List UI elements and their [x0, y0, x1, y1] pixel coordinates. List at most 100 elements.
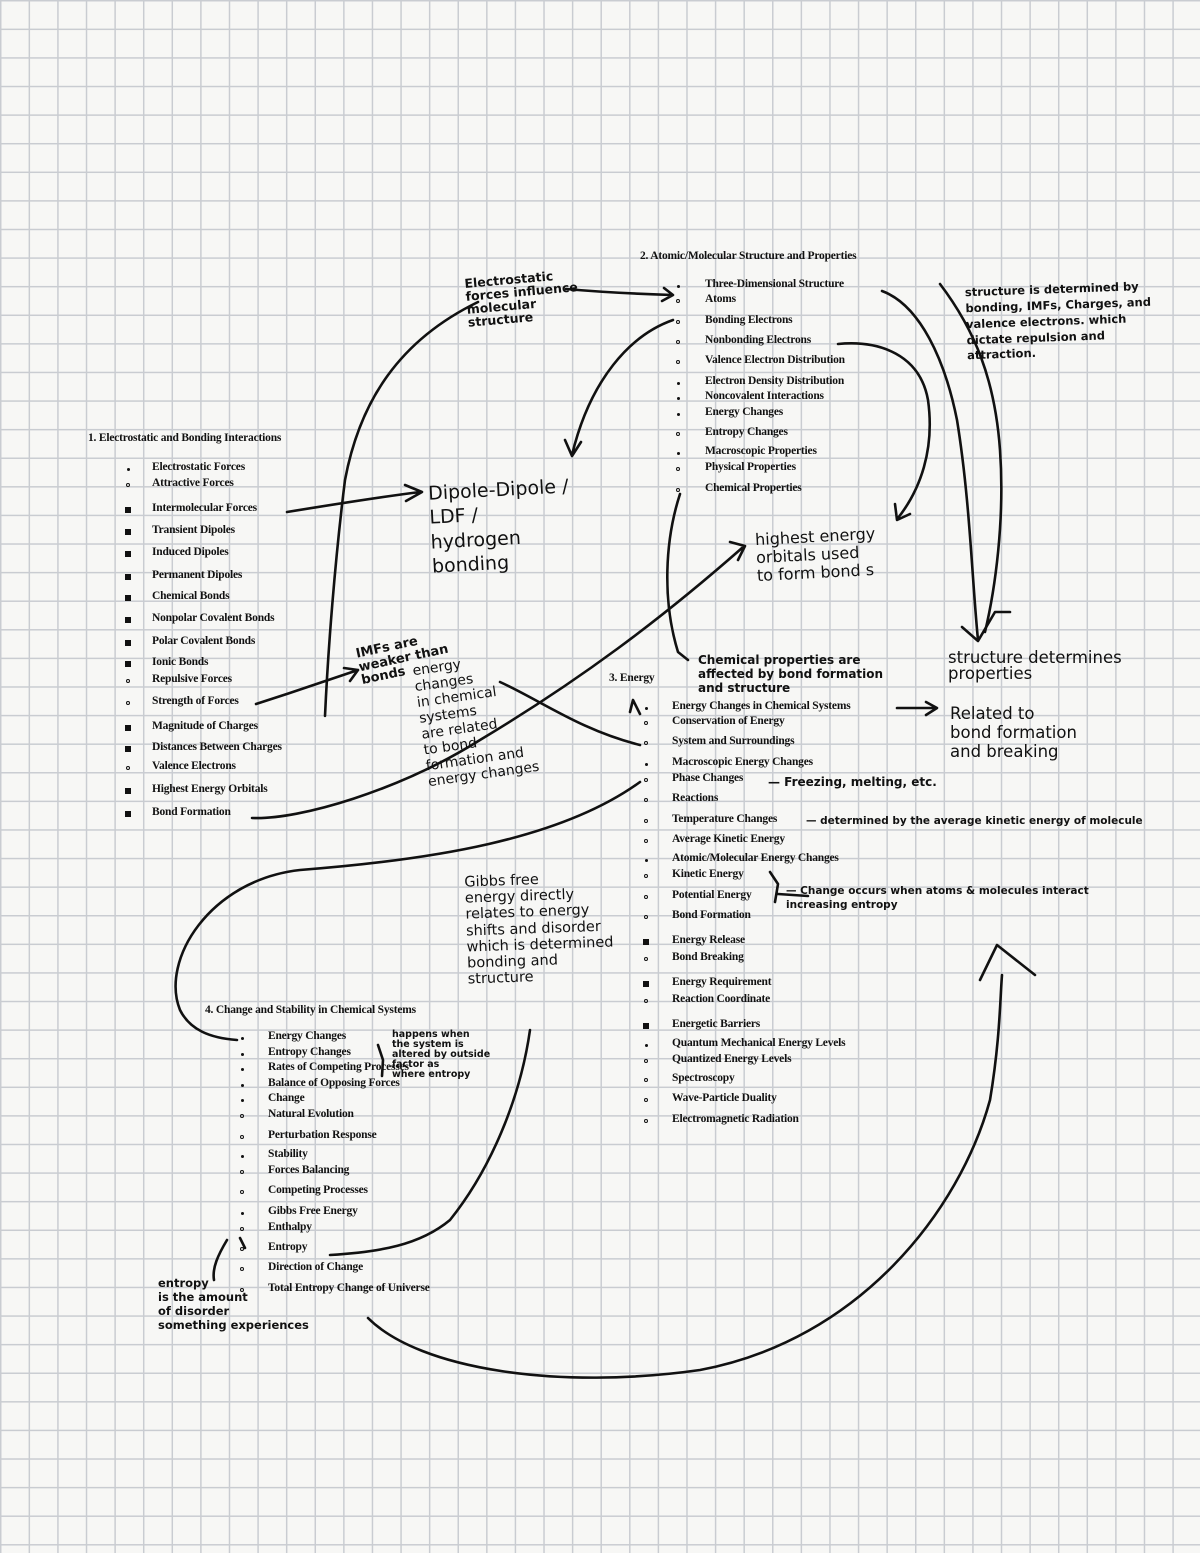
square-bullet-icon — [125, 617, 131, 623]
list-item-label: Entropy Changes — [705, 426, 788, 438]
list-item-label: Quantum Mechanical Energy Levels — [672, 1037, 846, 1049]
circle-bullet-icon — [644, 1078, 648, 1082]
list-item-label: Forces Balancing — [268, 1164, 350, 1176]
list-item-label: Conservation of Energy — [672, 715, 785, 727]
note-electrostatic-forces: Electrostatic forces influence molecular… — [463, 268, 579, 331]
circle-bullet-icon — [126, 701, 130, 705]
list-item-label: Kinetic Energy — [672, 868, 744, 880]
circle-bullet-icon — [240, 1227, 244, 1231]
list-item-label: Induced Dipoles — [152, 546, 229, 558]
circle-bullet-icon — [676, 488, 680, 492]
circle-bullet-icon — [126, 766, 130, 770]
note-change-occurs: — Change occurs when atoms & molecules i… — [786, 885, 1089, 911]
list-item-label: Temperature Changes — [672, 813, 778, 825]
list-item-label: Atoms — [705, 293, 736, 305]
dot-bullet-icon — [644, 1043, 648, 1047]
circle-bullet-icon — [676, 467, 680, 471]
note-happens-when: happens when the system is altered by ou… — [392, 1029, 491, 1080]
list-item-label: Chemical Properties — [705, 482, 802, 494]
circle-bullet-icon — [240, 1247, 244, 1251]
square-bullet-icon — [125, 574, 131, 580]
list-item-label: Attractive Forces — [152, 477, 234, 489]
list-item-label: Nonpolar Covalent Bonds — [152, 612, 275, 624]
list-item-label: Magnitude of Charges — [152, 720, 258, 732]
dot-bullet-icon — [676, 381, 680, 385]
list-item-label: Chemical Bonds — [152, 590, 230, 602]
circle-bullet-icon — [240, 1114, 244, 1118]
circle-bullet-icon — [644, 895, 648, 899]
note-phase-changes: — Freezing, melting, etc. — [768, 775, 937, 789]
list-item-label: Reaction Coordinate — [672, 993, 771, 1005]
list-item-label: Polar Covalent Bonds — [152, 635, 256, 647]
list-item-label: Energetic Barriers — [672, 1018, 761, 1030]
list-item-label: Phase Changes — [672, 772, 744, 784]
circle-bullet-icon — [644, 1059, 648, 1063]
list-item-label: Three-Dimensional Structure — [705, 278, 844, 290]
list-item-label: Repulsive Forces — [152, 673, 232, 685]
circle-bullet-icon — [676, 360, 680, 364]
circle-bullet-icon — [240, 1190, 244, 1194]
note-dipole: Dipole-Dipole / LDF / hydrogen bonding — [427, 475, 569, 578]
list-item-label: Reactions — [672, 792, 719, 804]
list-item-label: Enthalpy — [268, 1221, 312, 1233]
dot-bullet-icon — [644, 858, 648, 862]
circle-bullet-icon — [240, 1267, 244, 1271]
list-item-label: Ionic Bonds — [152, 656, 209, 668]
list-item-label: Macroscopic Energy Changes — [672, 756, 813, 768]
note-structure-determines: structure determines properties — [948, 648, 1122, 683]
dot-bullet-icon — [644, 706, 648, 710]
list-item-label: Balance of Opposing Forces — [268, 1077, 400, 1089]
list-item-label: Direction of Change — [268, 1261, 364, 1273]
square-bullet-icon — [125, 725, 131, 731]
dot-bullet-icon — [126, 467, 130, 471]
circle-bullet-icon — [644, 874, 648, 878]
dot-bullet-icon — [644, 762, 648, 766]
circle-bullet-icon — [676, 320, 680, 324]
section-title: 1. Electrostatic and Bonding Interaction… — [88, 432, 282, 444]
list-item-label: Transient Dipoles — [152, 524, 235, 536]
circle-bullet-icon — [676, 340, 680, 344]
circle-bullet-icon — [644, 915, 648, 919]
note-structure-determined: structure is determined by bonding, IMFs… — [964, 279, 1152, 363]
circle-bullet-icon — [126, 679, 130, 683]
square-bullet-icon — [125, 551, 131, 557]
circle-bullet-icon — [644, 999, 648, 1003]
list-item-label: Wave-Particle Duality — [672, 1092, 777, 1104]
list-item-label: Spectroscopy — [672, 1072, 735, 1084]
circle-bullet-icon — [676, 299, 680, 303]
circle-bullet-icon — [240, 1170, 244, 1174]
square-bullet-icon — [643, 939, 649, 945]
list-item-label: Bonding Electrons — [705, 314, 793, 326]
circle-bullet-icon — [644, 778, 648, 782]
circle-bullet-icon — [644, 721, 648, 725]
list-item-label: Potential Energy — [672, 889, 752, 901]
note-entropy-def: entropy is the amount of disorder someth… — [158, 1276, 309, 1333]
square-bullet-icon — [125, 788, 131, 794]
list-item-label: Energy Requirement — [672, 976, 772, 988]
list-item-label: Bond Formation — [672, 909, 751, 921]
list-item-label: Electromagnetic Radiation — [672, 1113, 799, 1125]
dot-bullet-icon — [676, 412, 680, 416]
square-bullet-icon — [643, 1023, 649, 1029]
list-item-label: Average Kinetic Energy — [672, 833, 785, 845]
list-item-label: Permanent Dipoles — [152, 569, 243, 581]
circle-bullet-icon — [644, 1098, 648, 1102]
dot-bullet-icon — [240, 1083, 244, 1087]
dot-bullet-icon — [240, 1098, 244, 1102]
list-item-label: Energy Changes — [268, 1030, 347, 1042]
section-title: 4. Change and Stability in Chemical Syst… — [205, 1004, 416, 1016]
list-item-label: Distances Between Charges — [152, 741, 282, 753]
list-item-label: Noncovalent Interactions — [705, 390, 824, 402]
square-bullet-icon — [125, 507, 131, 513]
list-item-label: Perturbation Response — [268, 1129, 377, 1141]
list-item-label: Competing Processes — [268, 1184, 368, 1196]
list-item-label: Energy Changes in Chemical Systems — [672, 700, 851, 712]
list-item-label: Physical Properties — [705, 461, 796, 473]
list-item-label: System and Surroundings — [672, 735, 795, 747]
list-item-label: Intermolecular Forces — [152, 502, 257, 514]
section-title: 2. Atomic/Molecular Structure and Proper… — [640, 250, 857, 262]
list-item-label: Atomic/Molecular Energy Changes — [672, 852, 839, 864]
list-item-label: Gibbs Free Energy — [268, 1205, 358, 1217]
circle-bullet-icon — [676, 432, 680, 436]
list-item-label: Energy Release — [672, 934, 745, 946]
